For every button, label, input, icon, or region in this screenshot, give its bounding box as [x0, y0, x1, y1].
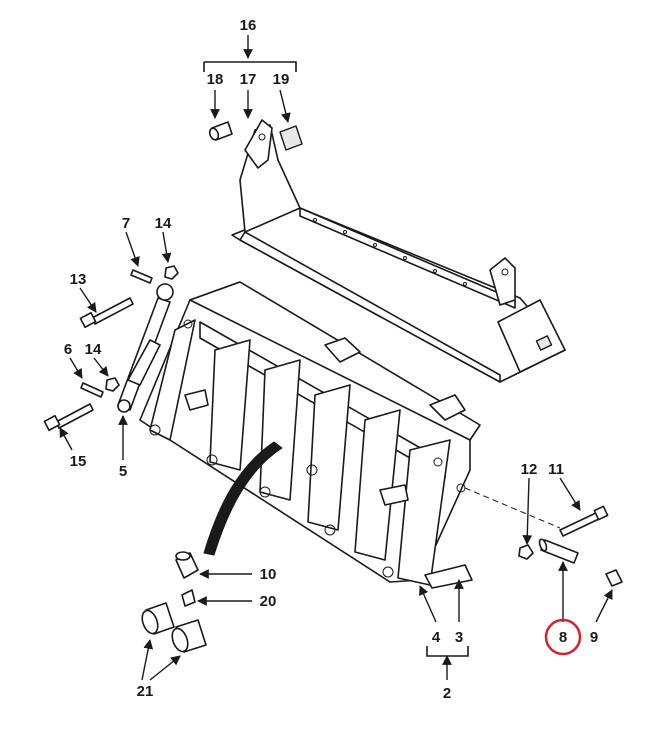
- cylinder-5: [117, 283, 174, 413]
- callout-9: 9: [590, 629, 598, 646]
- callout-17: 17: [240, 71, 257, 88]
- callout-21: 21: [137, 683, 154, 700]
- leader-lines: [59, 35, 613, 681]
- fitting-9: [605, 569, 623, 587]
- callout-2: 2: [443, 685, 451, 702]
- bracket-assembly-16: [231, 119, 566, 383]
- callout-13: 13: [70, 271, 87, 288]
- callout-5: 5: [119, 463, 127, 480]
- callout-14-upper: 14: [155, 215, 172, 232]
- callout-19: 19: [273, 71, 290, 88]
- bolt-15: [43, 403, 94, 432]
- fitting-10: [175, 551, 199, 579]
- fitting-20: [181, 589, 196, 607]
- nut-14-lower: [105, 377, 120, 392]
- callout-20: 20: [260, 593, 277, 610]
- callout-16: 16: [240, 17, 257, 34]
- nut-14-upper: [164, 265, 179, 280]
- pin-8: [538, 538, 579, 564]
- callout-18: 18: [207, 71, 224, 88]
- bolt-11: [559, 505, 609, 537]
- callout-7: 7: [122, 215, 130, 232]
- highlight-circle-8: [544, 618, 582, 656]
- callout-15: 15: [70, 453, 87, 470]
- callout-11: 11: [548, 461, 564, 478]
- hose: [203, 441, 283, 556]
- bolt-13: [79, 297, 134, 329]
- callout-4: 4: [432, 629, 441, 646]
- callout-labels: 16 18 17 19 7 14 13 6 14 15 5 10 20 21 4…: [64, 17, 598, 702]
- callout-8: 8: [559, 629, 567, 646]
- bucket-frame-2: [139, 281, 481, 589]
- callout-14-lower: 14: [85, 341, 102, 358]
- pin-7: [130, 269, 153, 284]
- pivot-axis-line: [464, 487, 561, 529]
- callout-12: 12: [521, 461, 538, 478]
- callout-10: 10: [260, 566, 277, 583]
- pad-19: [279, 125, 303, 151]
- callout-6: 6: [64, 341, 72, 358]
- bushings-21: [141, 602, 207, 653]
- bushing-18: [208, 121, 233, 141]
- pin-6: [80, 382, 104, 398]
- callout-3: 3: [455, 629, 463, 646]
- nut-12: [518, 544, 534, 560]
